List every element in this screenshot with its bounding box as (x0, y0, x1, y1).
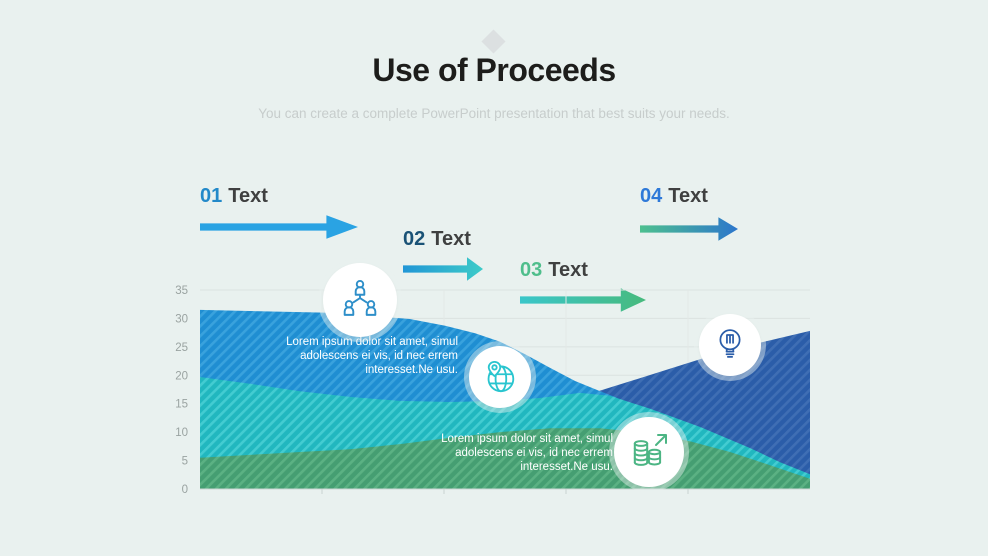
step-number: 03 (520, 259, 543, 281)
step-number: 01 (200, 185, 223, 207)
globe-glyph (487, 360, 515, 393)
step-text: Text (668, 185, 708, 207)
step-text: Text (228, 185, 268, 207)
coins-growth-icon (614, 417, 684, 487)
y-axis-label: 0 (182, 484, 188, 496)
arrow-right-icon (200, 215, 358, 239)
lightbulb-icon (699, 314, 761, 376)
arrow-right-icon (640, 217, 738, 241)
step-number: 04 (640, 185, 663, 207)
annotation-text: Lorem ipsum dolor sit amet, simul adoles… (441, 433, 613, 473)
y-axis-label: 35 (175, 285, 188, 297)
page-subtitle: You can create a complete PowerPoint pre… (258, 106, 730, 121)
y-axis-label: 15 (175, 399, 188, 411)
step-text: Text (431, 228, 471, 250)
arrow-right-icon (403, 257, 483, 281)
y-axis-label: 25 (175, 342, 188, 354)
diamond-ornament (481, 29, 506, 54)
y-axis-label: 5 (182, 456, 188, 468)
step-number: 02 (403, 228, 426, 250)
y-axis-label: 10 (175, 427, 188, 439)
page-title: Use of Proceeds (372, 52, 616, 88)
annotation-text: Lorem ipsum dolor sit amet, simul adoles… (286, 336, 458, 376)
lightbulb-glyph (719, 329, 741, 358)
people-network-icon (323, 263, 397, 337)
coins-growth-glyph (633, 434, 667, 466)
y-axis-label: 20 (175, 370, 188, 382)
step-text: Text (548, 259, 588, 281)
people-network-glyph (343, 279, 377, 316)
y-axis-label: 30 (175, 313, 188, 325)
globe-pin-icon (469, 346, 531, 408)
